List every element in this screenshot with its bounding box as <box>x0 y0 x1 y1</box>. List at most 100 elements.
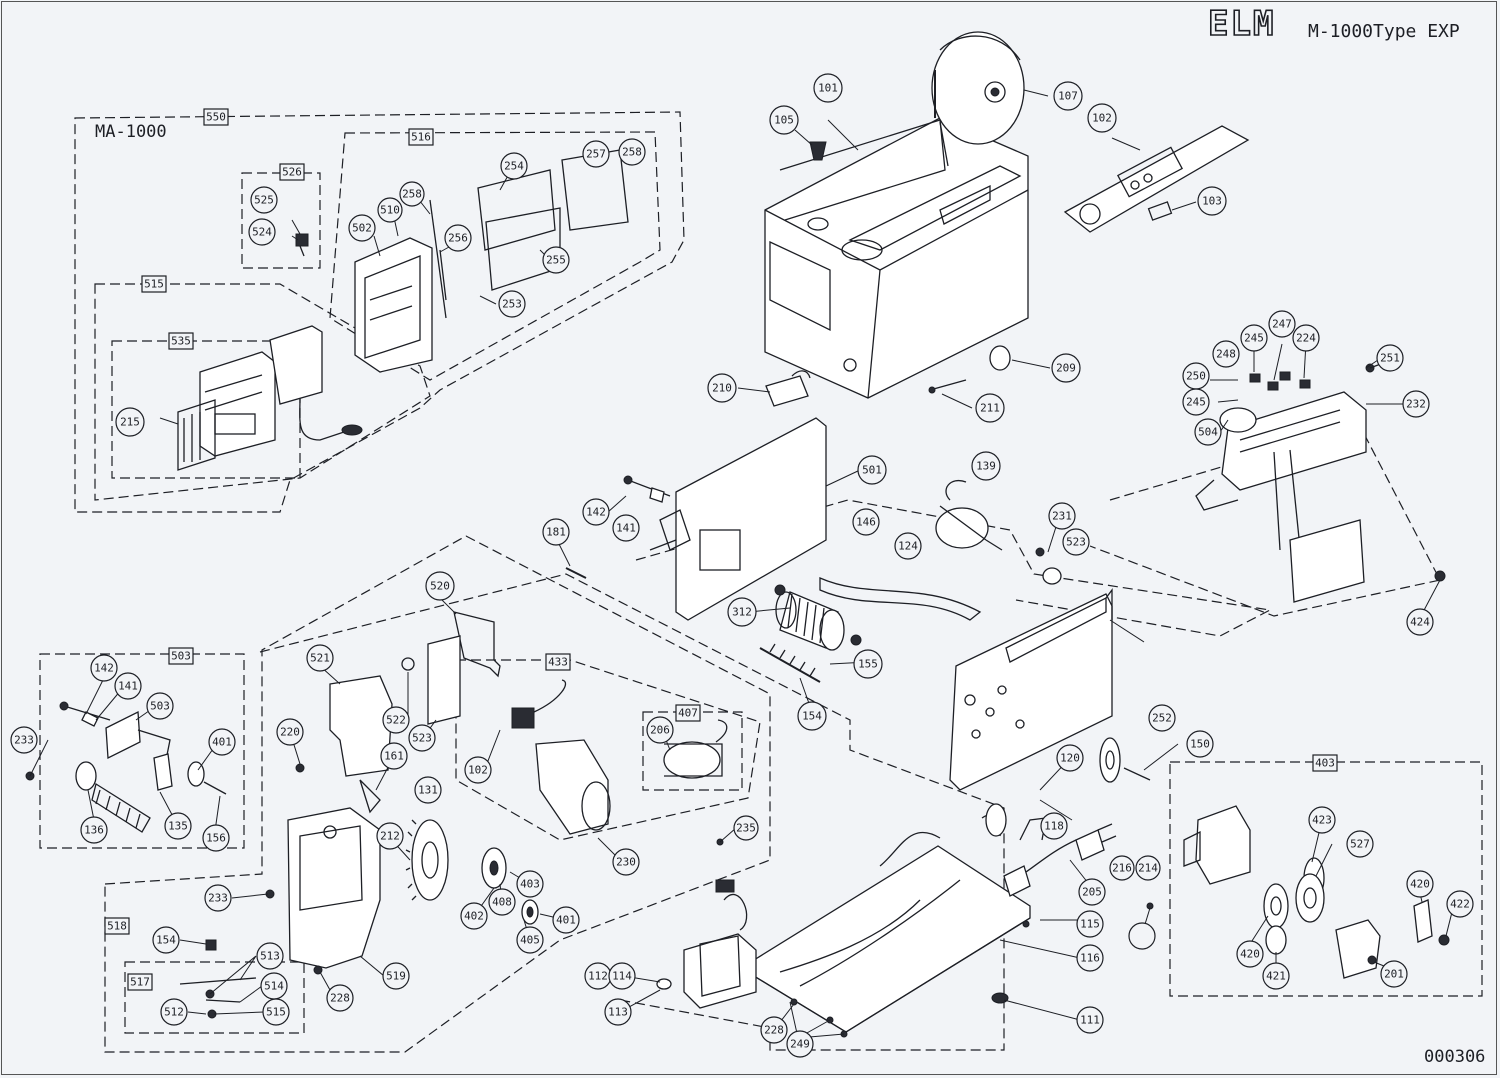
part-callout: 113 <box>604 998 632 1026</box>
svg-text:211: 211 <box>980 402 1000 415</box>
part-callout: 209 <box>1051 353 1081 383</box>
group-box-motor <box>635 499 1272 637</box>
svg-text:516: 516 <box>411 131 431 144</box>
top-cover <box>764 117 1029 399</box>
svg-text:161: 161 <box>384 750 404 763</box>
svg-text:181: 181 <box>546 526 566 539</box>
part-callout: 111 <box>1076 1006 1104 1034</box>
part-callout: 523 <box>1062 528 1090 556</box>
part-callout: 212 <box>376 822 404 850</box>
svg-text:155: 155 <box>858 658 878 671</box>
part-callout: 115 <box>1076 910 1104 938</box>
gear-131 <box>405 819 449 901</box>
part-callout: 154 <box>797 701 827 731</box>
group-box-403 <box>1169 761 1483 997</box>
part-callout: 423 <box>1308 806 1336 834</box>
part-callout: 233 <box>10 726 38 754</box>
part-callout: 142 <box>90 654 118 682</box>
part-callout: 102 <box>1087 103 1117 133</box>
group-tag: 517 <box>127 973 153 991</box>
part-callout: 503 <box>146 692 174 720</box>
svg-text:224: 224 <box>1296 332 1316 345</box>
svg-text:523: 523 <box>1066 536 1086 549</box>
svg-text:422: 422 <box>1450 898 1470 911</box>
part-callout: 424 <box>1406 608 1434 636</box>
svg-text:503: 503 <box>171 650 191 663</box>
group-tag: 407 <box>675 704 701 722</box>
part-callout: 135 <box>164 812 192 840</box>
part-callout: 422 <box>1446 890 1474 918</box>
part-callout: 502 <box>348 214 376 242</box>
svg-text:424: 424 <box>1410 616 1430 629</box>
svg-text:518: 518 <box>107 920 127 933</box>
group-box-516 <box>329 131 661 381</box>
svg-text:142: 142 <box>94 662 114 675</box>
part-callout: 245 <box>1182 388 1210 416</box>
front-panel <box>1063 125 1250 233</box>
part-callout: 251 <box>1376 344 1404 372</box>
svg-text:245: 245 <box>1244 332 1264 345</box>
svg-text:250: 250 <box>1186 370 1206 383</box>
part-callout: 513 <box>256 942 284 970</box>
svg-text:118: 118 <box>1044 820 1064 833</box>
group-box-526 <box>241 172 321 269</box>
part-callout: 408 <box>488 888 516 916</box>
svg-text:402: 402 <box>464 910 484 923</box>
svg-text:220: 220 <box>280 726 300 739</box>
svg-text:105: 105 <box>774 114 794 127</box>
motor-407 <box>663 719 728 779</box>
part-callout: 420 <box>1406 870 1434 898</box>
svg-text:139: 139 <box>976 460 996 473</box>
part-callout: 124 <box>894 532 922 560</box>
part-callout: 524 <box>248 218 276 246</box>
svg-text:252: 252 <box>1152 712 1172 725</box>
svg-text:408: 408 <box>492 896 512 909</box>
svg-text:535: 535 <box>171 335 191 348</box>
part-callout: 258 <box>399 181 425 207</box>
svg-text:107: 107 <box>1058 90 1078 103</box>
misc-fasteners <box>25 345 1446 1038</box>
svg-text:101: 101 <box>818 82 838 95</box>
part-callout: 142 <box>582 498 610 526</box>
group-box-517 <box>124 961 305 1034</box>
part-callout: 525 <box>250 186 278 214</box>
part-callout: 101 <box>813 73 843 103</box>
svg-text:206: 206 <box>650 724 670 737</box>
gear-unit-403 <box>1183 805 1450 979</box>
part-callout: 247 <box>1268 310 1296 338</box>
gear-421 <box>1099 737 1151 783</box>
svg-text:524: 524 <box>252 226 272 239</box>
clip-526 <box>295 233 309 257</box>
svg-text:216: 216 <box>1112 862 1132 875</box>
part-callout: 210 <box>707 373 737 403</box>
part-callout: 255 <box>542 246 570 274</box>
group-tag: 503 <box>168 647 194 665</box>
svg-text:501: 501 <box>862 464 882 477</box>
svg-text:228: 228 <box>764 1024 784 1037</box>
svg-text:210: 210 <box>712 382 732 395</box>
part-callout: 258 <box>618 138 646 166</box>
svg-text:253: 253 <box>502 298 522 311</box>
svg-text:405: 405 <box>520 934 540 947</box>
svg-text:255: 255 <box>546 254 566 267</box>
svg-text:156: 156 <box>206 832 226 845</box>
flat-cable-124 <box>819 577 982 621</box>
svg-text:212: 212 <box>380 830 400 843</box>
svg-text:150: 150 <box>1190 738 1210 751</box>
svg-text:527: 527 <box>1350 838 1370 851</box>
group-box-515 <box>94 283 431 501</box>
part-callout: 250 <box>1182 362 1210 390</box>
svg-text:114: 114 <box>612 970 632 983</box>
svg-text:141: 141 <box>118 680 138 693</box>
part-callout: 214 <box>1135 855 1161 881</box>
group-box-550 <box>74 111 685 513</box>
svg-text:111: 111 <box>1080 1014 1100 1027</box>
svg-text:407: 407 <box>678 707 698 720</box>
small-gears <box>481 847 539 925</box>
part-callout: 216 <box>1109 855 1135 881</box>
part-callout: 515 <box>262 998 290 1026</box>
part-callout: 401 <box>552 906 580 934</box>
model-title: M-1000Type EXP <box>1308 21 1460 42</box>
part-callout: 232 <box>1402 390 1430 418</box>
